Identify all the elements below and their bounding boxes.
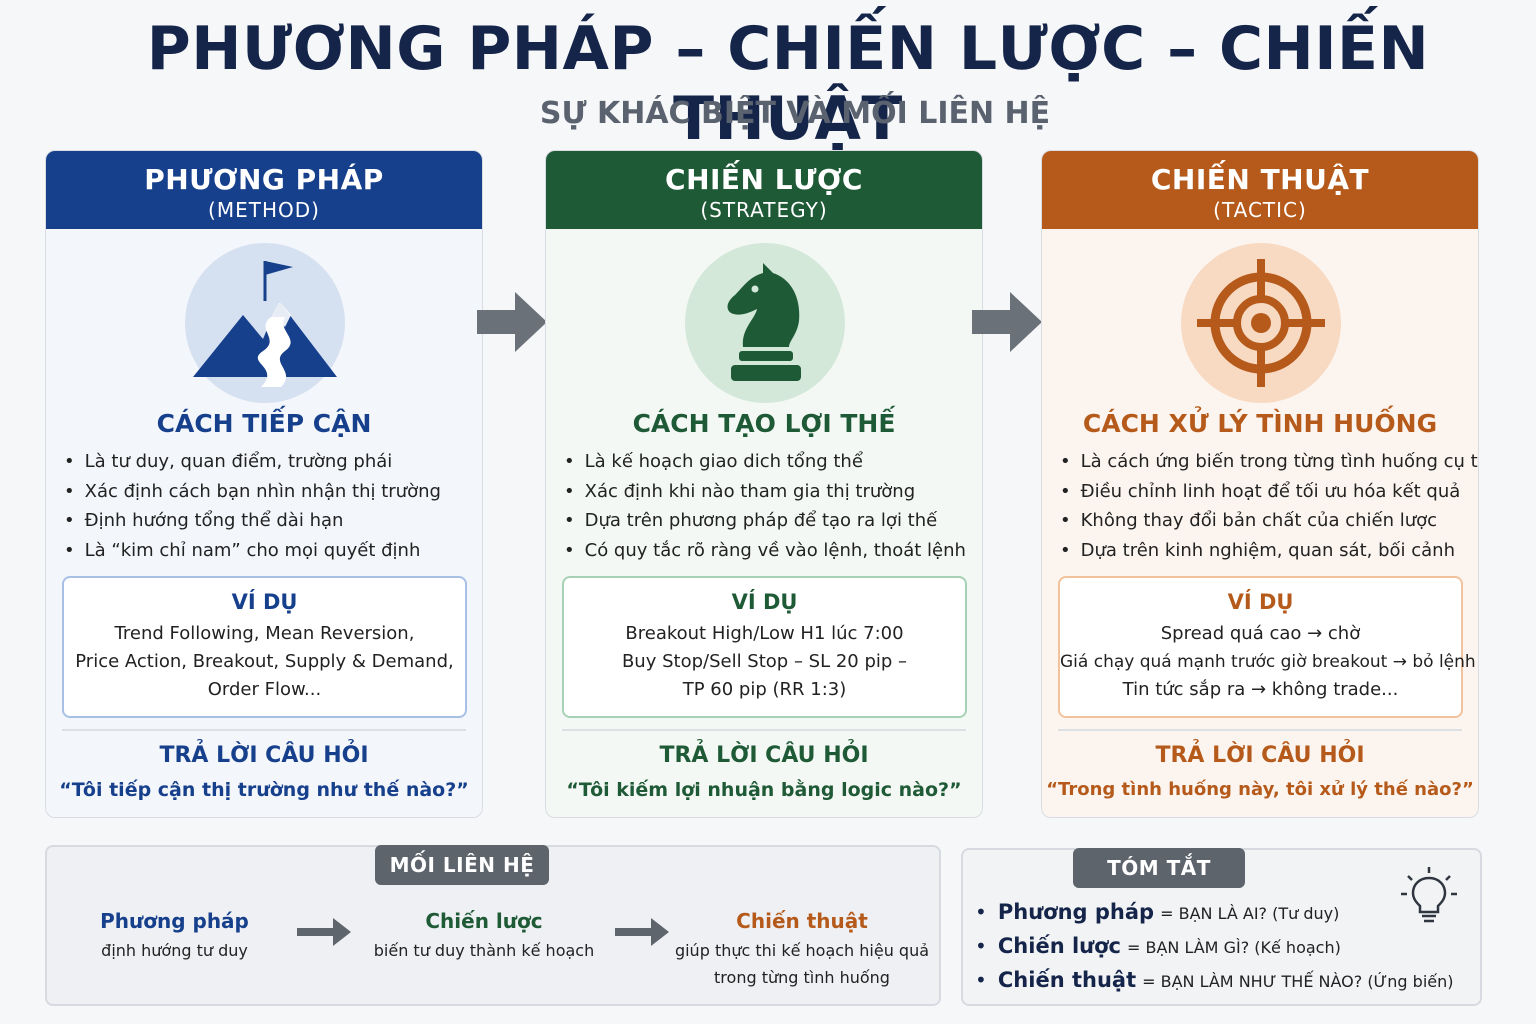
tactic-answer-title: TRẢ LỜI CÂU HỎI bbox=[1155, 743, 1365, 768]
list-item: Dựa trên kinh nghiệm, quan sát, bối cảnh bbox=[1060, 536, 1470, 566]
method-section-title: CÁCH TIẾP CẬN bbox=[156, 409, 372, 438]
divider bbox=[62, 729, 466, 731]
summary-definition: = BẠN LÀM NHƯ THẾ NÀO? (Ứng biến) bbox=[1142, 972, 1454, 991]
list-item: Là “kim chỉ nam” cho mọi quyết định bbox=[64, 536, 474, 566]
list-item: Chiến thuật = BẠN LÀM NHƯ THẾ NÀO? (Ứng b… bbox=[975, 964, 1454, 998]
chess-knight-icon bbox=[685, 243, 845, 403]
tactic-card: CHIẾN THUẬT (TACTIC) CÁCH XỬ LÝ TÌNH HUỐ… bbox=[1041, 150, 1479, 818]
mountain-flag-icon bbox=[185, 243, 345, 403]
relationship-item-method: Phương pháp định hướng tư duy bbox=[67, 909, 282, 964]
arrow-right-icon bbox=[972, 292, 1042, 352]
list-item: Xác định cách bạn nhìn nhận thị trường bbox=[64, 477, 474, 507]
method-title: PHƯƠNG PHÁP bbox=[144, 163, 384, 196]
relationship-item-desc: giúp thực thi kế hoạch hiệu quả bbox=[674, 941, 930, 960]
method-example-box: VÍ DỤ Trend Following, Mean Reversion, P… bbox=[62, 576, 467, 718]
summary-term: Chiến lược bbox=[997, 934, 1121, 958]
strategy-subtitle: (STRATEGY) bbox=[700, 198, 828, 222]
method-bullets: Là tư duy, quan điểm, trường phái Xác đị… bbox=[64, 447, 474, 565]
relationship-item-desc: trong từng tình huống bbox=[714, 968, 890, 987]
arrow-right-icon bbox=[297, 918, 351, 946]
list-item: Là tư duy, quan điểm, trường phái bbox=[64, 447, 474, 477]
list-item: Điều chỉnh linh hoạt để tối ưu hóa kết q… bbox=[1060, 477, 1470, 507]
strategy-answer-question: “Tôi kiếm lợi nhuận bằng logic nào?” bbox=[566, 779, 962, 801]
example-line: Breakout High/Low H1 lúc 7:00 bbox=[625, 623, 904, 644]
strategy-example-title: VÍ DỤ bbox=[731, 590, 798, 614]
tactic-answer-question: “Trong tình huống này, tôi xử lý thế nào… bbox=[1046, 779, 1474, 800]
divider bbox=[1058, 729, 1462, 731]
relationship-item-tactic: Chiến thuật giúp thực thi kế hoạch hiệu … bbox=[673, 909, 931, 991]
list-item: Xác định khi nào tham gia thị trường bbox=[564, 477, 974, 507]
method-subtitle: (METHOD) bbox=[208, 198, 320, 222]
example-line: Spread quá cao → chờ bbox=[1160, 623, 1361, 644]
strategy-bullets: Là kế hoạch giao dich tổng thể Xác định … bbox=[564, 447, 974, 565]
page-subtitle: SỰ KHÁC BIỆT VÀ MỐI LIÊN HỆ bbox=[539, 96, 1051, 131]
strategy-section-title: CÁCH TẠO LỢI THẾ bbox=[632, 409, 896, 438]
list-item: Có quy tắc rõ ràng về vào lệnh, thoát lệ… bbox=[564, 536, 974, 566]
arrow-right-icon bbox=[477, 292, 547, 352]
arrow-right-icon bbox=[615, 918, 669, 946]
list-item: Chiến lược = BẠN LÀM GÌ? (Kế hoạch) bbox=[975, 930, 1454, 964]
method-answer-title: TRẢ LỜI CÂU HỎI bbox=[159, 743, 369, 768]
list-item: Phương pháp = BẠN LÀ AI? (Tư duy) bbox=[975, 896, 1454, 930]
tactic-subtitle: (TACTIC) bbox=[1213, 198, 1307, 222]
list-item: Không thay đổi bản chất của chiến lược bbox=[1060, 506, 1470, 536]
list-item: Dựa trên phương pháp để tạo ra lợi thế bbox=[564, 506, 974, 536]
page-title: PHƯƠNG PHÁP – CHIẾN LƯỢC – CHIẾN THUẬT bbox=[146, 14, 1430, 154]
strategy-example-box: VÍ DỤ Breakout High/Low H1 lúc 7:00 Buy … bbox=[562, 576, 967, 718]
list-item: Định hướng tổng thể dài hạn bbox=[64, 506, 474, 536]
tactic-section-title: CÁCH XỬ LÝ TÌNH HUỐNG bbox=[1082, 409, 1438, 438]
strategy-title: CHIẾN LƯỢC bbox=[665, 163, 863, 196]
relationship-item-name: Phương pháp bbox=[100, 909, 249, 933]
summary-definition: = BẠN LÀM GÌ? (Kế hoạch) bbox=[1126, 938, 1341, 957]
strategy-header: CHIẾN LƯỢC (STRATEGY) bbox=[546, 151, 982, 229]
list-item: Là kế hoạch giao dich tổng thể bbox=[564, 447, 974, 477]
relationship-item-desc: định hướng tư duy bbox=[101, 941, 248, 960]
relationship-item-name: Chiến thuật bbox=[736, 909, 868, 933]
relationship-item-strategy: Chiến lược biến tư duy thành kế hoạch bbox=[359, 909, 609, 964]
example-line: TP 60 pip (RR 1:3) bbox=[682, 679, 847, 700]
tactic-example-title: VÍ DỤ bbox=[1227, 590, 1294, 614]
method-answer-question: “Tôi tiếp cận thị trường như thế nào?” bbox=[59, 779, 469, 801]
target-crosshair-icon bbox=[1181, 243, 1341, 403]
method-header: PHƯƠNG PHÁP (METHOD) bbox=[46, 151, 482, 229]
divider bbox=[562, 729, 966, 731]
relationship-item-name: Chiến lược bbox=[425, 909, 543, 933]
example-line: Buy Stop/Sell Stop – SL 20 pip – bbox=[621, 651, 908, 672]
strategy-card: CHIẾN LƯỢC (STRATEGY) CÁCH TẠO LỢI THẾ L… bbox=[545, 150, 983, 818]
tactic-header: CHIẾN THUẬT (TACTIC) bbox=[1042, 151, 1478, 229]
summary-term: Chiến thuật bbox=[997, 968, 1137, 992]
tactic-bullets: Là cách ứng biến trong từng tình huống c… bbox=[1060, 447, 1478, 566]
summary-box: TÓM TẮT Phương pháp = BẠN LÀ AI? (Tư duy)… bbox=[961, 848, 1482, 1006]
tactic-example-box: VÍ DỤ Spread quá cao → chờ Giá chạy quá … bbox=[1058, 576, 1476, 718]
summary-list: Phương pháp = BẠN LÀ AI? (Tư duy) Chiến l… bbox=[975, 896, 1454, 998]
list-item: Là cách ứng biến trong từng tình huống c… bbox=[1060, 447, 1478, 477]
strategy-answer-title: TRẢ LỜI CÂU HỎI bbox=[659, 743, 869, 768]
example-line: Trend Following, Mean Reversion, bbox=[114, 623, 415, 644]
method-card: PHƯƠNG PHÁP (METHOD) CÁCH TIẾP CẬN Là tư… bbox=[45, 150, 483, 818]
tactic-title: CHIẾN THUẬT bbox=[1150, 163, 1370, 196]
relationship-box: MỐI LIÊN HỆ Phương pháp định hướng tư du… bbox=[45, 845, 941, 1006]
example-line: Giá chạy quá mạnh trước giờ breakout → b… bbox=[1060, 652, 1476, 672]
example-line: Tin tức sắp ra → không trade... bbox=[1122, 679, 1399, 700]
example-line: Order Flow... bbox=[207, 679, 322, 700]
summary-definition: = BẠN LÀ AI? (Tư duy) bbox=[1160, 904, 1340, 923]
summary-label: TÓM TẮT bbox=[1073, 848, 1245, 888]
summary-term: Phương pháp bbox=[997, 900, 1155, 924]
relationship-item-desc: biến tư duy thành kế hoạch bbox=[373, 941, 595, 960]
example-line: Price Action, Breakout, Supply & Demand, bbox=[75, 651, 454, 672]
relationship-label: MỐI LIÊN HỆ bbox=[375, 845, 549, 885]
method-example-title: VÍ DỤ bbox=[231, 590, 298, 614]
